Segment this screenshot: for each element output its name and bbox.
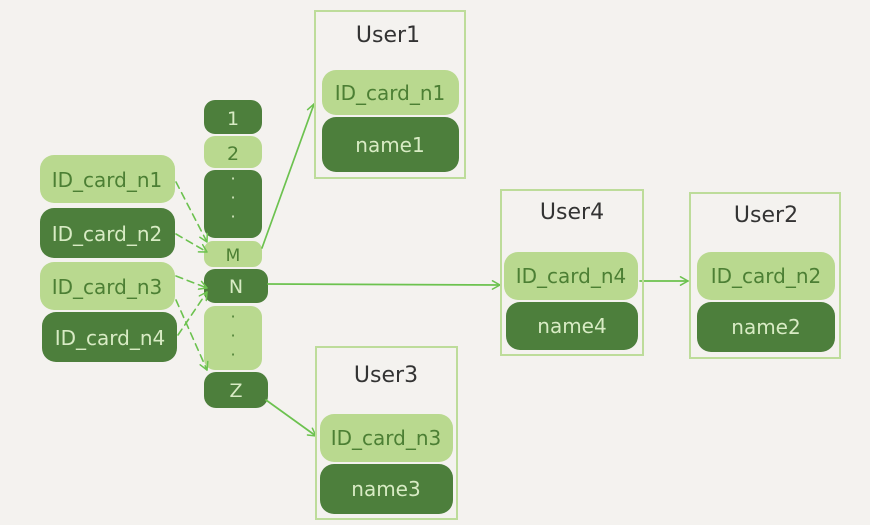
- key-pill-2-label: ID_card_n2: [52, 222, 163, 246]
- bucket-gap-upper-dot-3: ·: [230, 207, 235, 226]
- bucket-gap-lower-dot-2: ·: [230, 326, 235, 345]
- bucket-gap-lower-dot-1: ·: [230, 307, 235, 326]
- bucket-gap-lower: [204, 306, 262, 370]
- arrow-m-to-user1: [261, 103, 317, 249]
- user-record-2-key-cell: [697, 252, 835, 300]
- user-record-1-key-text: ID_card_n1: [335, 81, 446, 105]
- user-record-1-name-text: name1: [355, 133, 424, 157]
- key-list: ID_card_n1 ID_card_n2 ID_card_n3 ID_card…: [40, 155, 177, 362]
- user-record-3: User3 ID_card_n3 name3: [315, 346, 458, 520]
- dashed-arrow-n3-to-n: [175, 275, 208, 290]
- user-record-4-name-cell: [506, 302, 638, 350]
- arrow-z-to-user3: [265, 399, 317, 437]
- bucket-n-label: N: [229, 276, 243, 298]
- bucket-array: 1 2 · · · M N · · · Z: [204, 100, 268, 408]
- user-record-4-box: [500, 189, 644, 356]
- bucket-m-label: M: [226, 246, 241, 266]
- dashed-arrow-n4-to-n: [177, 291, 208, 336]
- bucket-z-label: Z: [229, 380, 242, 402]
- user-record-2-key-text: ID_card_n2: [711, 264, 822, 288]
- user-record-3-box: [315, 346, 458, 520]
- user-record-1: User1 ID_card_n1 name1: [314, 10, 466, 179]
- bucket-gap-upper: [204, 170, 262, 238]
- key-pill-4-label: ID_card_n4: [55, 326, 166, 350]
- pointer-arrows: [261, 103, 689, 437]
- hash-mapping-arrows: [175, 181, 209, 371]
- user-record-4-title: User4: [540, 200, 604, 225]
- bucket-gap-lower-dot-3: ·: [230, 345, 235, 364]
- key-pill-3-label: ID_card_n3: [52, 275, 163, 299]
- user-record-3-name-text: name3: [351, 477, 420, 501]
- key-pill-2: [40, 208, 175, 258]
- user-record-4-key-cell: [504, 252, 638, 300]
- dashed-arrow-n3-to-z: [175, 299, 209, 371]
- bucket-1-label: 1: [227, 108, 239, 130]
- bucket-n: [204, 269, 268, 303]
- user-record-2-name-cell: [697, 302, 835, 352]
- bucket-m: [204, 241, 262, 267]
- user-record-3-key-text: ID_card_n3: [331, 426, 442, 450]
- user-record-2-title: User2: [734, 203, 798, 228]
- bucket-2-label: 2: [227, 143, 239, 165]
- user-record-2: User2 ID_card_n2 name2: [689, 192, 841, 359]
- user-record-1-title: User1: [356, 23, 420, 48]
- user-record-1-name-cell: [322, 117, 459, 172]
- dashed-arrow-n2-to-m: [175, 233, 208, 253]
- key-pill-3: [40, 262, 175, 310]
- arrow-n-to-user4: [267, 280, 501, 290]
- user-record-3-name-cell: [320, 464, 453, 514]
- bucket-gap-upper-dot-2: ·: [230, 188, 235, 207]
- user-record-1-box: [314, 10, 466, 179]
- user-record-4-key-text: ID_card_n4: [516, 264, 627, 288]
- bucket-1: [204, 100, 262, 134]
- user-record-3-title: User3: [354, 363, 418, 388]
- user-record-4-name-text: name4: [537, 314, 606, 338]
- user-record-4: User4 ID_card_n4 name4: [500, 189, 644, 356]
- bucket-z: [204, 372, 268, 408]
- bucket-gap-upper-dot-1: ·: [230, 169, 235, 188]
- bucket-2: [204, 136, 262, 168]
- key-pill-1-label: ID_card_n1: [52, 168, 163, 192]
- user-record-1-key-cell: [322, 70, 459, 115]
- dashed-arrow-n1-to-m: [175, 181, 209, 243]
- user-record-2-box: [689, 192, 841, 359]
- key-pill-1: [40, 155, 175, 203]
- user-record-2-name-text: name2: [731, 315, 800, 339]
- user-record-3-key-cell: [320, 414, 453, 462]
- key-pill-4: [42, 312, 177, 362]
